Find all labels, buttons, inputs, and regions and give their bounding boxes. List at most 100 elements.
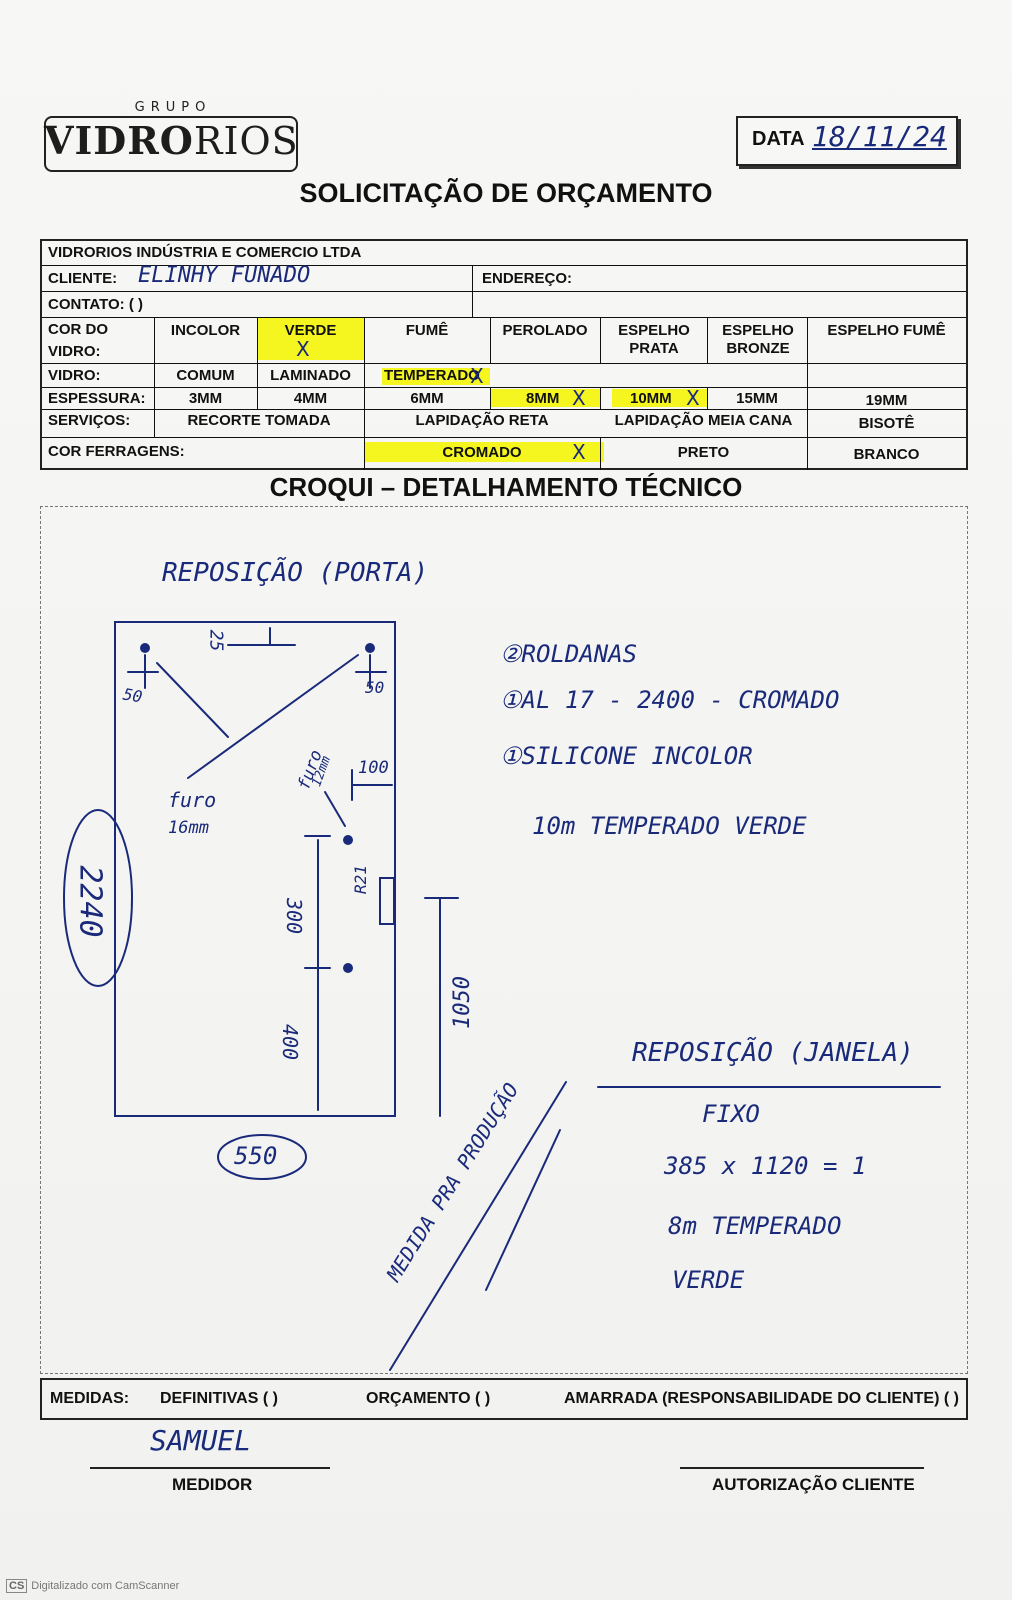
highlight-10mm bbox=[612, 389, 707, 407]
hole-mark bbox=[343, 835, 353, 845]
medidor-label: MEDIDOR bbox=[172, 1475, 253, 1494]
vidro-label: VIDRO: bbox=[48, 367, 101, 384]
janela-verde: VERDE bbox=[672, 1266, 745, 1294]
col-line bbox=[600, 317, 601, 363]
row-line bbox=[42, 437, 966, 438]
cor-vidro-label-1: COR DO bbox=[48, 321, 108, 338]
servico-lapidacao-meia-cana: LAPIDAÇÃO MEIA CANA bbox=[614, 412, 793, 429]
janela-temperado: 8m TEMPERADO bbox=[668, 1212, 842, 1240]
vidro-option-laminado: LAMINADO bbox=[270, 367, 351, 384]
row-line bbox=[42, 265, 966, 266]
furo-size-a: 16mm bbox=[168, 818, 209, 838]
ferragem-branco: BRANCO bbox=[853, 446, 920, 463]
servico-lapidacao-reta: LAPIDAÇÃO RETA bbox=[415, 412, 549, 429]
mark-verde: X bbox=[296, 337, 310, 361]
heading-reposicao-porta: REPOSIÇÃO (PORTA) bbox=[162, 558, 429, 588]
col-line bbox=[472, 265, 473, 317]
item-silicone: ①SILICONE INCOLOR bbox=[500, 742, 753, 770]
page-title: SOLICITAÇÃO DE ORÇAMENTO bbox=[299, 178, 713, 208]
col-line bbox=[807, 317, 808, 470]
ferragens-label: COR FERRAGENS: bbox=[48, 443, 185, 460]
col-line bbox=[600, 437, 601, 470]
dim-1050: 1050 bbox=[449, 976, 475, 1029]
company-logo: GRUPO VIDRORIOS bbox=[44, 100, 302, 174]
medidas-bar: MEDIDAS: DEFINITIVAS ( ) ORÇAMENTO ( ) A… bbox=[40, 1378, 968, 1420]
cor-option-verde: VERDE bbox=[284, 322, 337, 339]
logo-name-light: RIOS bbox=[193, 119, 299, 163]
medidas-label: MEDIDAS: bbox=[50, 1390, 130, 1407]
servico-bisote: BISOTÊ bbox=[858, 415, 915, 432]
leader-line bbox=[324, 791, 346, 827]
contato-label: CONTATO: ( ) bbox=[48, 296, 143, 313]
production-slash bbox=[485, 1129, 561, 1291]
date-label: DATA bbox=[752, 128, 805, 150]
scanner-text: Digitalizado com CamScanner bbox=[31, 1580, 180, 1592]
espessura-15mm: 15MM bbox=[736, 390, 778, 407]
ferragem-preto: PRETO bbox=[677, 444, 730, 461]
highlight-cromado bbox=[364, 442, 604, 462]
janela-medida: 385 x 1120 = 1 bbox=[664, 1152, 867, 1180]
dim-400: 400 bbox=[278, 1023, 303, 1061]
medidas-orcamento: ORÇAMENTO ( ) bbox=[366, 1390, 491, 1407]
dim-r21: R21 bbox=[350, 865, 370, 894]
row-line bbox=[42, 317, 966, 318]
dim-50-right: 50 bbox=[365, 678, 385, 697]
quote-form-table: VIDRORIOS INDÚSTRIA E COMERCIO LTDA CLIE… bbox=[40, 239, 968, 470]
espessura-19mm: 19MM bbox=[865, 392, 908, 409]
medidas-definitivas: DEFINITIVAS ( ) bbox=[160, 1390, 278, 1407]
scanner-badge: CS bbox=[6, 1579, 28, 1593]
logo-grupo: GRUPO bbox=[134, 100, 212, 115]
row-line bbox=[42, 363, 966, 364]
cliente-line bbox=[680, 1467, 924, 1469]
col-line bbox=[154, 317, 155, 437]
espessura-8mm: 8MM bbox=[526, 390, 560, 407]
col-line bbox=[364, 317, 365, 470]
espessura-10mm: 10MM bbox=[630, 390, 672, 407]
janela-fixo: FIXO bbox=[702, 1100, 760, 1128]
row-line bbox=[42, 409, 966, 410]
company-name: VIDRORIOS INDÚSTRIA E COMERCIO LTDA bbox=[48, 244, 362, 261]
logo-frame bbox=[44, 116, 298, 172]
col-line bbox=[707, 317, 708, 363]
servicos-label: SERVIÇOS: bbox=[48, 412, 131, 429]
dim-oval-2240 bbox=[63, 809, 133, 987]
medidor-signature: SAMUEL bbox=[150, 1424, 252, 1457]
dim-100: 100 bbox=[358, 758, 389, 778]
vidro-option-temperado: TEMPERADO bbox=[384, 367, 480, 384]
cor-option-incolor: INCOLOR bbox=[170, 322, 241, 339]
dim-25: 25 bbox=[205, 629, 227, 652]
highlight-verde bbox=[258, 318, 365, 360]
furo-label-a: furo bbox=[168, 788, 217, 812]
mark-10mm: X bbox=[686, 386, 700, 410]
production-slash bbox=[389, 1081, 567, 1371]
servico-recorte-tomada: RECORTE TOMADA bbox=[187, 412, 331, 429]
date-value: 18/11/24 bbox=[812, 120, 947, 153]
espessura-4mm: 4MM bbox=[293, 390, 328, 407]
dim-300: 300 bbox=[282, 897, 307, 935]
highlight-temperado bbox=[382, 368, 490, 385]
medidas-amarrada: AMARRADA (RESPONSABILIDADE DO CLIENTE) (… bbox=[564, 1390, 959, 1407]
cor-option-espelho-bronze: ESPELHO BRONZE bbox=[722, 322, 794, 357]
hole-mark bbox=[343, 963, 353, 973]
item-al17: ①AL 17 - 2400 - CROMADO bbox=[500, 686, 840, 714]
espessura-3mm: 3MM bbox=[188, 390, 223, 407]
item-roldanas: ②ROLDANAS bbox=[500, 640, 638, 668]
col-line bbox=[490, 387, 491, 409]
col-line bbox=[257, 317, 258, 409]
col-line bbox=[707, 387, 708, 409]
espessura-6mm: 6MM bbox=[410, 390, 444, 407]
col-line bbox=[600, 387, 601, 409]
lock-cutout bbox=[379, 877, 395, 925]
door-outline bbox=[114, 621, 396, 1117]
date-box: DATA 18/11/24 bbox=[736, 116, 958, 166]
logo-wordmark: VIDRORIOS bbox=[44, 118, 298, 163]
row-line bbox=[42, 387, 966, 388]
row-line bbox=[42, 291, 966, 292]
mark-temperado: X bbox=[470, 364, 484, 388]
dim-oval-550 bbox=[217, 1134, 307, 1180]
mark-8mm: X bbox=[572, 386, 586, 410]
cor-option-espelho-prata: ESPELHO PRATA bbox=[618, 322, 690, 357]
heading-reposicao-janela: REPOSIÇÃO (JANELA) bbox=[632, 1038, 914, 1068]
